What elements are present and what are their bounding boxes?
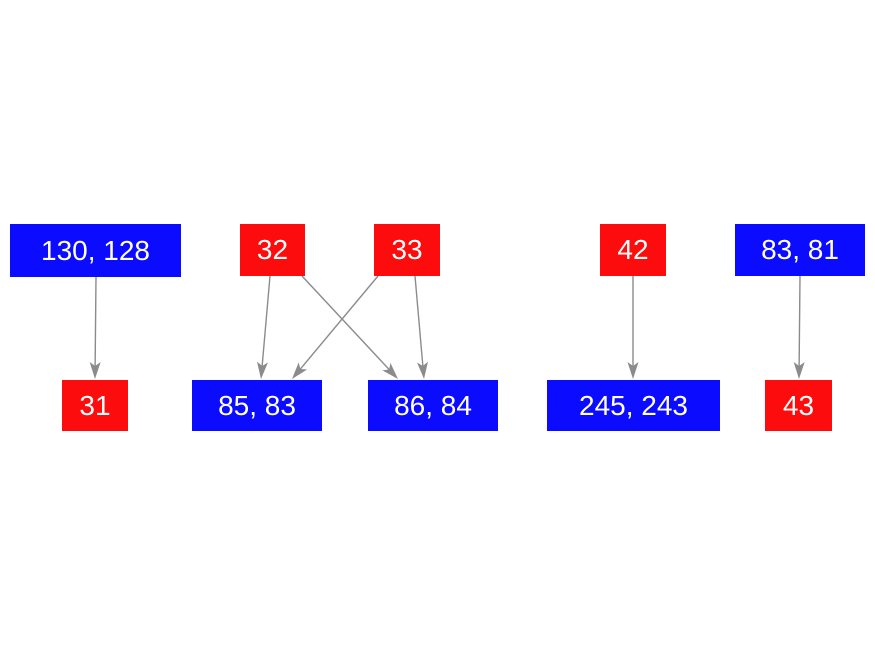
arrowhead-icon bbox=[257, 361, 268, 379]
graph-node-31: 31 bbox=[62, 380, 128, 431]
edge-line bbox=[299, 275, 379, 370]
arrowhead-icon bbox=[417, 361, 428, 379]
edge-33-to-86-84 bbox=[414, 275, 428, 379]
node-label: 33 bbox=[391, 234, 423, 265]
node-label: 245, 243 bbox=[579, 389, 688, 421]
arrowhead-icon bbox=[382, 362, 398, 379]
graph-node-245-243: 245, 243 bbox=[547, 380, 720, 431]
edge-42-to-245-243 bbox=[627, 276, 639, 379]
graph-node-85-83: 85, 83 bbox=[192, 380, 322, 431]
node-label: 32 bbox=[256, 234, 289, 265]
node-label: 43 bbox=[782, 389, 815, 421]
edge-32-to-86-84 bbox=[301, 275, 398, 379]
graph-node-42: 42 bbox=[600, 224, 666, 276]
node-label: 42 bbox=[617, 234, 649, 265]
edge-line bbox=[798, 275, 801, 367]
edge-line bbox=[414, 275, 424, 367]
node-label: 86, 84 bbox=[394, 389, 472, 421]
graph-node-86-84: 86, 84 bbox=[368, 380, 498, 431]
node-label: 85, 83 bbox=[218, 389, 296, 421]
node-label: 31 bbox=[79, 389, 111, 421]
edge-33-to-85-83 bbox=[292, 275, 379, 379]
graph-node-43: 43 bbox=[765, 380, 832, 431]
arrowhead-icon bbox=[793, 361, 805, 379]
arrowhead-icon bbox=[292, 362, 308, 379]
edge-line bbox=[94, 276, 97, 367]
node-label: 130, 128 bbox=[41, 234, 150, 266]
graph-node-83-81: 83, 81 bbox=[735, 224, 865, 276]
graph-node-32: 32 bbox=[240, 224, 305, 276]
arrowhead-icon bbox=[89, 361, 101, 379]
graph-node-33: 33 bbox=[374, 224, 440, 276]
edge-130-128-to-31 bbox=[89, 276, 101, 379]
edge-32-to-85-83 bbox=[257, 275, 271, 379]
node-label: 83, 81 bbox=[761, 234, 839, 265]
graph-node-130-128: 130, 128 bbox=[10, 224, 181, 277]
edge-line bbox=[301, 275, 390, 370]
edge-line bbox=[261, 275, 271, 367]
edge-83-81-to-43 bbox=[793, 275, 805, 379]
arrowhead-icon bbox=[627, 362, 639, 379]
